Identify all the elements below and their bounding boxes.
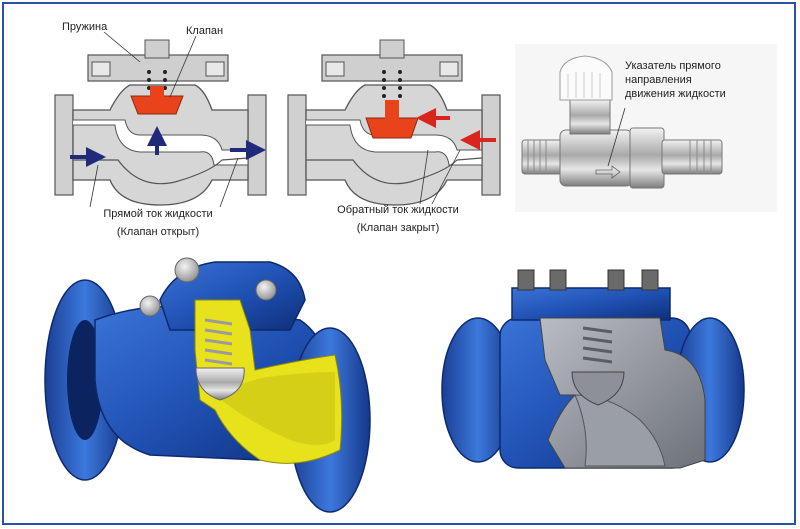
valve-closed-label: (Клапан закрыт) bbox=[356, 222, 440, 234]
reverse-flow-label: Обратный ток жидкости bbox=[337, 204, 459, 216]
blue-valve-grey-cutaway bbox=[441, 269, 745, 469]
direction-indicator-valve-photo bbox=[515, 44, 777, 212]
blue-valve-yellow-cutaway bbox=[44, 257, 371, 513]
valve-label: Клапан bbox=[186, 25, 224, 37]
open-valve-diagram bbox=[54, 31, 267, 208]
direction-indicator-label-line-1: Указатель прямого bbox=[625, 60, 721, 72]
closed-valve-diagram bbox=[287, 39, 501, 206]
spring-label: Пружина bbox=[62, 21, 108, 33]
forward-flow-label: Прямой ток жидкости bbox=[103, 208, 213, 220]
valve-open-label: (Клапан открыт) bbox=[116, 226, 200, 238]
direction-indicator-label-line-3: движения жидкости bbox=[625, 88, 726, 100]
direction-indicator-label-line-2: направления bbox=[625, 74, 692, 86]
